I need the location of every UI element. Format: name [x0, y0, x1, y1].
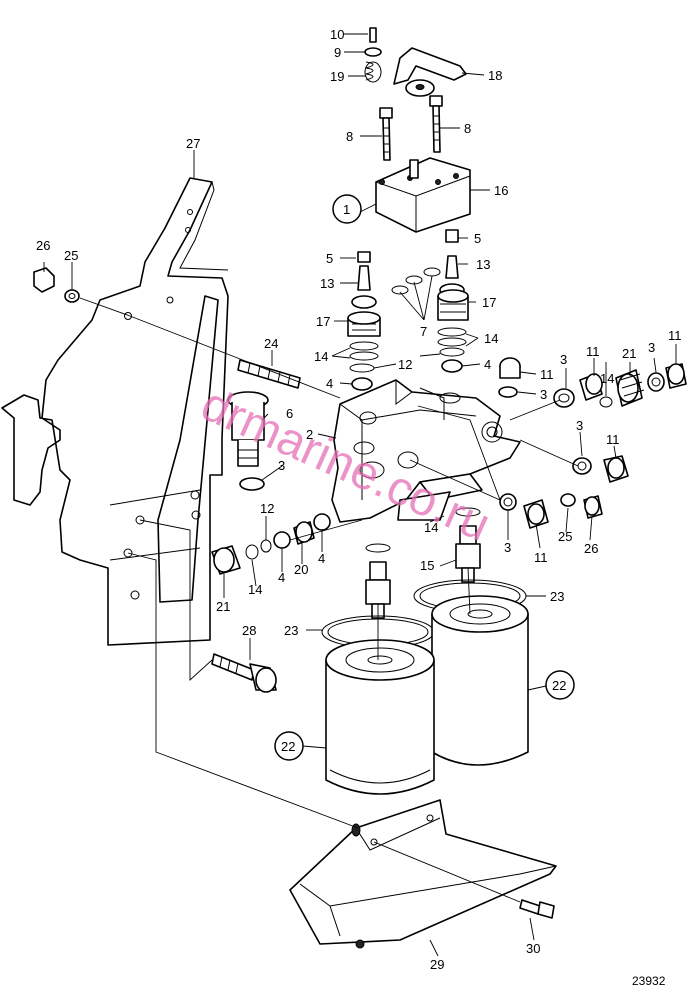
callout-3: 3 [560, 352, 567, 367]
handle [393, 47, 467, 97]
callout-11: 11 [586, 344, 600, 359]
callout-17: 17 [316, 314, 330, 329]
callout-10: 10 [330, 27, 344, 42]
callout-22: 22 [552, 678, 566, 693]
callout-5: 5 [474, 231, 481, 246]
callout-14: 14 [424, 520, 438, 535]
callout-4: 4 [318, 551, 325, 566]
callout-12: 12 [260, 501, 274, 516]
callout-18: 18 [488, 68, 502, 83]
callout-12: 12 [398, 357, 412, 372]
callout-16: 16 [494, 183, 508, 198]
bolt-28 [211, 653, 277, 693]
callout-circle-22-right [545, 670, 575, 700]
callout-28: 28 [242, 623, 256, 638]
callout-6: 6 [286, 406, 293, 421]
callout-29: 29 [430, 957, 444, 972]
callout-3: 3 [540, 387, 547, 402]
callout-20: 20 [294, 562, 308, 577]
callout-2: 2 [306, 427, 313, 442]
right-valve-stack [437, 229, 469, 373]
callout-24: 24 [264, 336, 278, 351]
callout-3: 3 [504, 540, 511, 555]
callout-11: 11 [606, 432, 620, 447]
callout-26: 26 [584, 541, 598, 556]
callout-14: 14 [484, 331, 498, 346]
callout-labels: 10 9 19 18 8 8 16 27 1 5 5 13 13 26 25 1… [36, 27, 682, 972]
callout-14: 14 [600, 371, 614, 386]
callout-8: 8 [464, 121, 471, 136]
left-fittings [211, 513, 331, 575]
bracket-plate [1, 177, 229, 646]
plug [227, 391, 269, 491]
callout-8: 8 [346, 129, 353, 144]
callout-7: 7 [420, 324, 427, 339]
callout-4: 4 [484, 357, 491, 372]
callout-23: 23 [284, 623, 298, 638]
callout-21: 21 [622, 346, 636, 361]
callout-1: 1 [343, 202, 350, 217]
leader-lines [43, 33, 677, 957]
callout-13: 13 [476, 257, 490, 272]
filter-nipples [365, 507, 481, 619]
bolt-30 [519, 899, 555, 919]
callout-13: 13 [320, 276, 334, 291]
callout-3: 3 [576, 418, 583, 433]
screw-washer-spring [364, 27, 382, 83]
stud [237, 359, 301, 389]
callout-25: 25 [64, 248, 78, 263]
callout-25: 25 [558, 529, 572, 544]
callout-27: 27 [186, 136, 200, 151]
figure-number: 23932 [632, 974, 666, 988]
callout-11: 11 [534, 550, 548, 565]
callout-21: 21 [216, 599, 230, 614]
bolts-8 [379, 95, 443, 161]
callout-14: 14 [314, 349, 328, 364]
callout-19: 19 [330, 69, 344, 84]
callout-23: 23 [550, 589, 564, 604]
callout-22: 22 [281, 739, 295, 754]
callout-circle-1 [332, 194, 362, 224]
callout-4: 4 [278, 570, 285, 585]
callout-26: 26 [36, 238, 50, 253]
drip-tray [289, 799, 557, 949]
filter-cartridges [325, 595, 529, 795]
callout-9: 9 [334, 45, 341, 60]
callout-14: 14 [248, 582, 262, 597]
callout-17: 17 [482, 295, 496, 310]
filter-housing [331, 379, 521, 523]
callout-11: 11 [668, 328, 682, 343]
callout-3: 3 [278, 458, 285, 473]
callout-5: 5 [326, 251, 333, 266]
callout-11: 11 [540, 367, 554, 382]
callout-15: 15 [420, 558, 434, 573]
left-valve-stack [347, 251, 381, 391]
callout-3: 3 [648, 340, 655, 355]
nut-and-washer-left [33, 267, 80, 303]
callout-4: 4 [326, 376, 333, 391]
head-block [375, 157, 471, 233]
callout-30: 30 [526, 941, 540, 956]
